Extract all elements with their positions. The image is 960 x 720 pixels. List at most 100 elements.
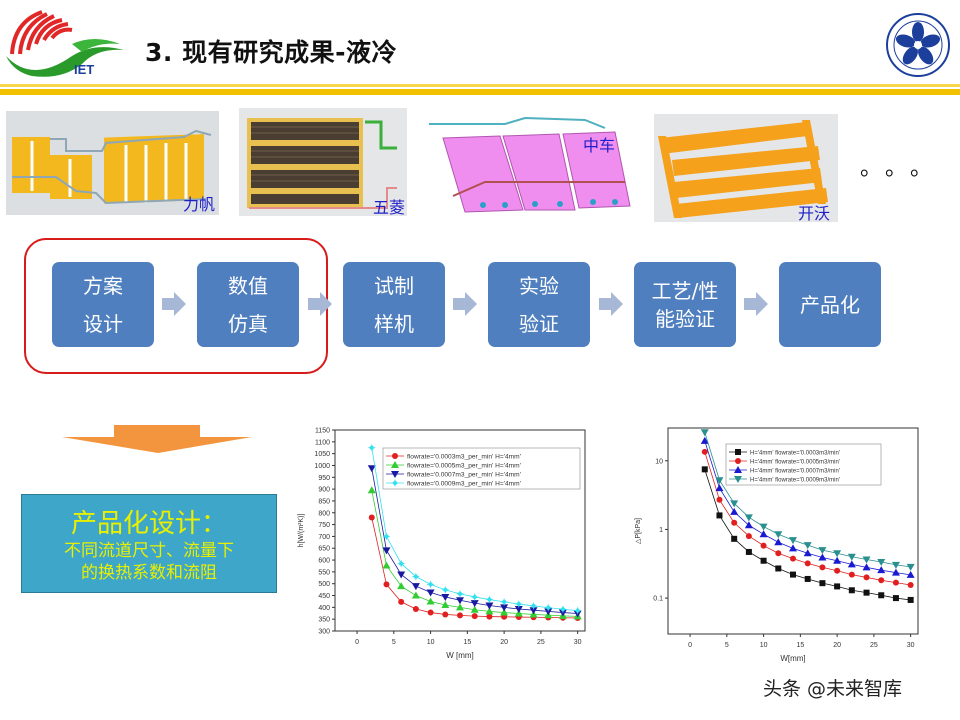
svg-text:flowrate='0.0003m3_per_min' H=: flowrate='0.0003m3_per_min' H='4mm' [407, 454, 521, 461]
process-step-scheme-design: 方案 设计 [52, 262, 154, 347]
step-line1: 产品化 [800, 292, 860, 317]
arrow-right-icon [162, 292, 186, 316]
svg-text:1150: 1150 [315, 428, 330, 435]
svg-text:30: 30 [574, 639, 582, 646]
arrow-right-icon [453, 292, 477, 316]
svg-text:W [mm]: W [mm] [446, 651, 474, 660]
svg-text:30: 30 [907, 642, 915, 649]
svg-text:15: 15 [463, 639, 471, 646]
gallery-image-zhongche: 中车 [425, 110, 640, 215]
header-divider-thin [0, 84, 960, 87]
chart-legend: H='4mm' flowrate='0.0003m3/min' H='4mm' f… [725, 443, 882, 486]
svg-text:10: 10 [655, 458, 663, 465]
svg-text:10: 10 [427, 639, 435, 646]
svg-text:650: 650 [318, 546, 330, 553]
step-line2: 验证 [519, 311, 559, 336]
svg-text:H='4mm' flowrate='0.0005m3/min: H='4mm' flowrate='0.0005m3/min' [750, 460, 840, 466]
svg-text:550: 550 [318, 569, 330, 576]
gallery-ellipsis: 。。。 [860, 156, 947, 181]
svg-text:flowrate='0.0009m3_per_min' H=: flowrate='0.0009m3_per_min' H='4mm' [407, 481, 521, 488]
svg-text:20: 20 [500, 639, 508, 646]
svg-text:900: 900 [318, 487, 330, 494]
svg-text:850: 850 [318, 498, 330, 505]
chart-legend: flowrate='0.0003m3_per_min' H='4mm' flowr… [382, 447, 581, 490]
cas-emblem [885, 12, 951, 78]
chart-series [701, 448, 914, 589]
gallery-label-zhongche: 中车 [583, 136, 616, 155]
svg-text:0: 0 [688, 642, 692, 649]
svg-text:0.1: 0.1 [653, 596, 663, 603]
pink-panel-cooler-icon [429, 116, 631, 213]
design-box-title: 产品化设计： [70, 509, 227, 539]
process-step-productization: 产品化 [779, 262, 881, 347]
arrow-right-icon [599, 292, 623, 316]
chart-series [367, 443, 582, 615]
svg-text:750: 750 [318, 522, 330, 529]
svg-text:350: 350 [318, 617, 330, 624]
arrow-right-icon [744, 292, 768, 316]
svg-text:1: 1 [659, 527, 663, 534]
svg-text:10: 10 [760, 642, 768, 649]
gallery-label-lifan: 力帆 [182, 195, 215, 214]
svg-text:800: 800 [318, 510, 330, 517]
svg-text:5: 5 [392, 639, 396, 646]
svg-text:25: 25 [537, 639, 545, 646]
step-line1: 实验 [519, 273, 559, 298]
iet-logo-icon [6, 10, 124, 77]
chart-series [367, 465, 582, 618]
process-step-numerical-simulation: 数值 仿真 [197, 262, 299, 347]
arrow-right-icon [308, 292, 332, 316]
svg-text:450: 450 [318, 593, 330, 600]
productization-design-box: 产品化设计： 不同流道尺寸、流量下 的换热系数和流阻 [21, 494, 277, 593]
svg-text:0: 0 [355, 639, 359, 646]
svg-text:300: 300 [318, 629, 330, 636]
svg-text:flowrate='0.0007m3_per_min' H=: flowrate='0.0007m3_per_min' H='4mm' [407, 472, 521, 479]
process-step-process-verification: 工艺/性 能验证 [634, 262, 736, 347]
svg-text:5: 5 [725, 642, 729, 649]
gallery-image-lifan: 力帆 [6, 111, 219, 215]
svg-text:15: 15 [796, 642, 804, 649]
step-line1: 试制 [374, 273, 414, 298]
design-box-line1: 不同流道尺寸、流量下 [64, 541, 234, 561]
striped-cold-plate-icon [239, 108, 407, 216]
svg-text:700: 700 [318, 534, 330, 541]
svg-text:1000: 1000 [314, 463, 330, 470]
svg-text:20: 20 [833, 642, 841, 649]
yellow-plate-cooler-icon [6, 111, 219, 215]
chart-series [700, 436, 915, 578]
svg-text:1100: 1100 [315, 439, 330, 446]
process-step-prototype: 试制 样机 [343, 262, 445, 347]
svg-text:△P[kPa]: △P[kPa] [635, 518, 642, 544]
step-line1: 数值 [228, 273, 268, 298]
iet-logo-text: IET [74, 62, 95, 77]
step-line2: 能验证 [655, 306, 715, 331]
step-line2: 设计 [83, 311, 123, 336]
step-line1: 工艺/性 [651, 278, 719, 303]
svg-text:H='4mm' flowrate='0.0003m3/min: H='4mm' flowrate='0.0003m3/min' [750, 451, 840, 457]
orange-bar-cooler-icon [654, 114, 838, 222]
gallery-label-wuling: 五菱 [372, 198, 405, 216]
arrow-down-icon [62, 425, 252, 453]
gallery-image-kaiwo: 开沃 [654, 114, 838, 222]
svg-text:H='4mm' flowrate='0.0009m3/min: H='4mm' flowrate='0.0009m3/min' [750, 478, 840, 484]
svg-text:1050: 1050 [314, 451, 330, 458]
cas-emblem-icon [886, 13, 950, 77]
svg-text:W[mm]: W[mm] [780, 654, 805, 663]
watermark: 头条 @未来智库 [763, 678, 903, 700]
svg-text:h[W/(m²K)]: h[W/(m²K)] [298, 514, 305, 548]
header-divider-thick [0, 89, 960, 95]
step-line2: 样机 [374, 311, 414, 336]
gallery-image-wuling: 五菱 [239, 108, 407, 216]
design-box-line2: 的换热系数和流阻 [81, 563, 217, 583]
step-line1: 方案 [83, 273, 123, 298]
svg-text:flowrate='0.0005m3_per_min' H=: flowrate='0.0005m3_per_min' H='4mm' [407, 463, 521, 470]
iet-logo: IET [2, 4, 127, 82]
process-step-experiment: 实验 验证 [488, 262, 590, 347]
svg-text:600: 600 [318, 558, 330, 565]
chart-series [700, 429, 915, 571]
step-line2: 仿真 [228, 311, 268, 336]
chart-series [701, 466, 914, 603]
svg-text:H='4mm' flowrate='0.0007m3/min: H='4mm' flowrate='0.0007m3/min' [750, 469, 840, 475]
